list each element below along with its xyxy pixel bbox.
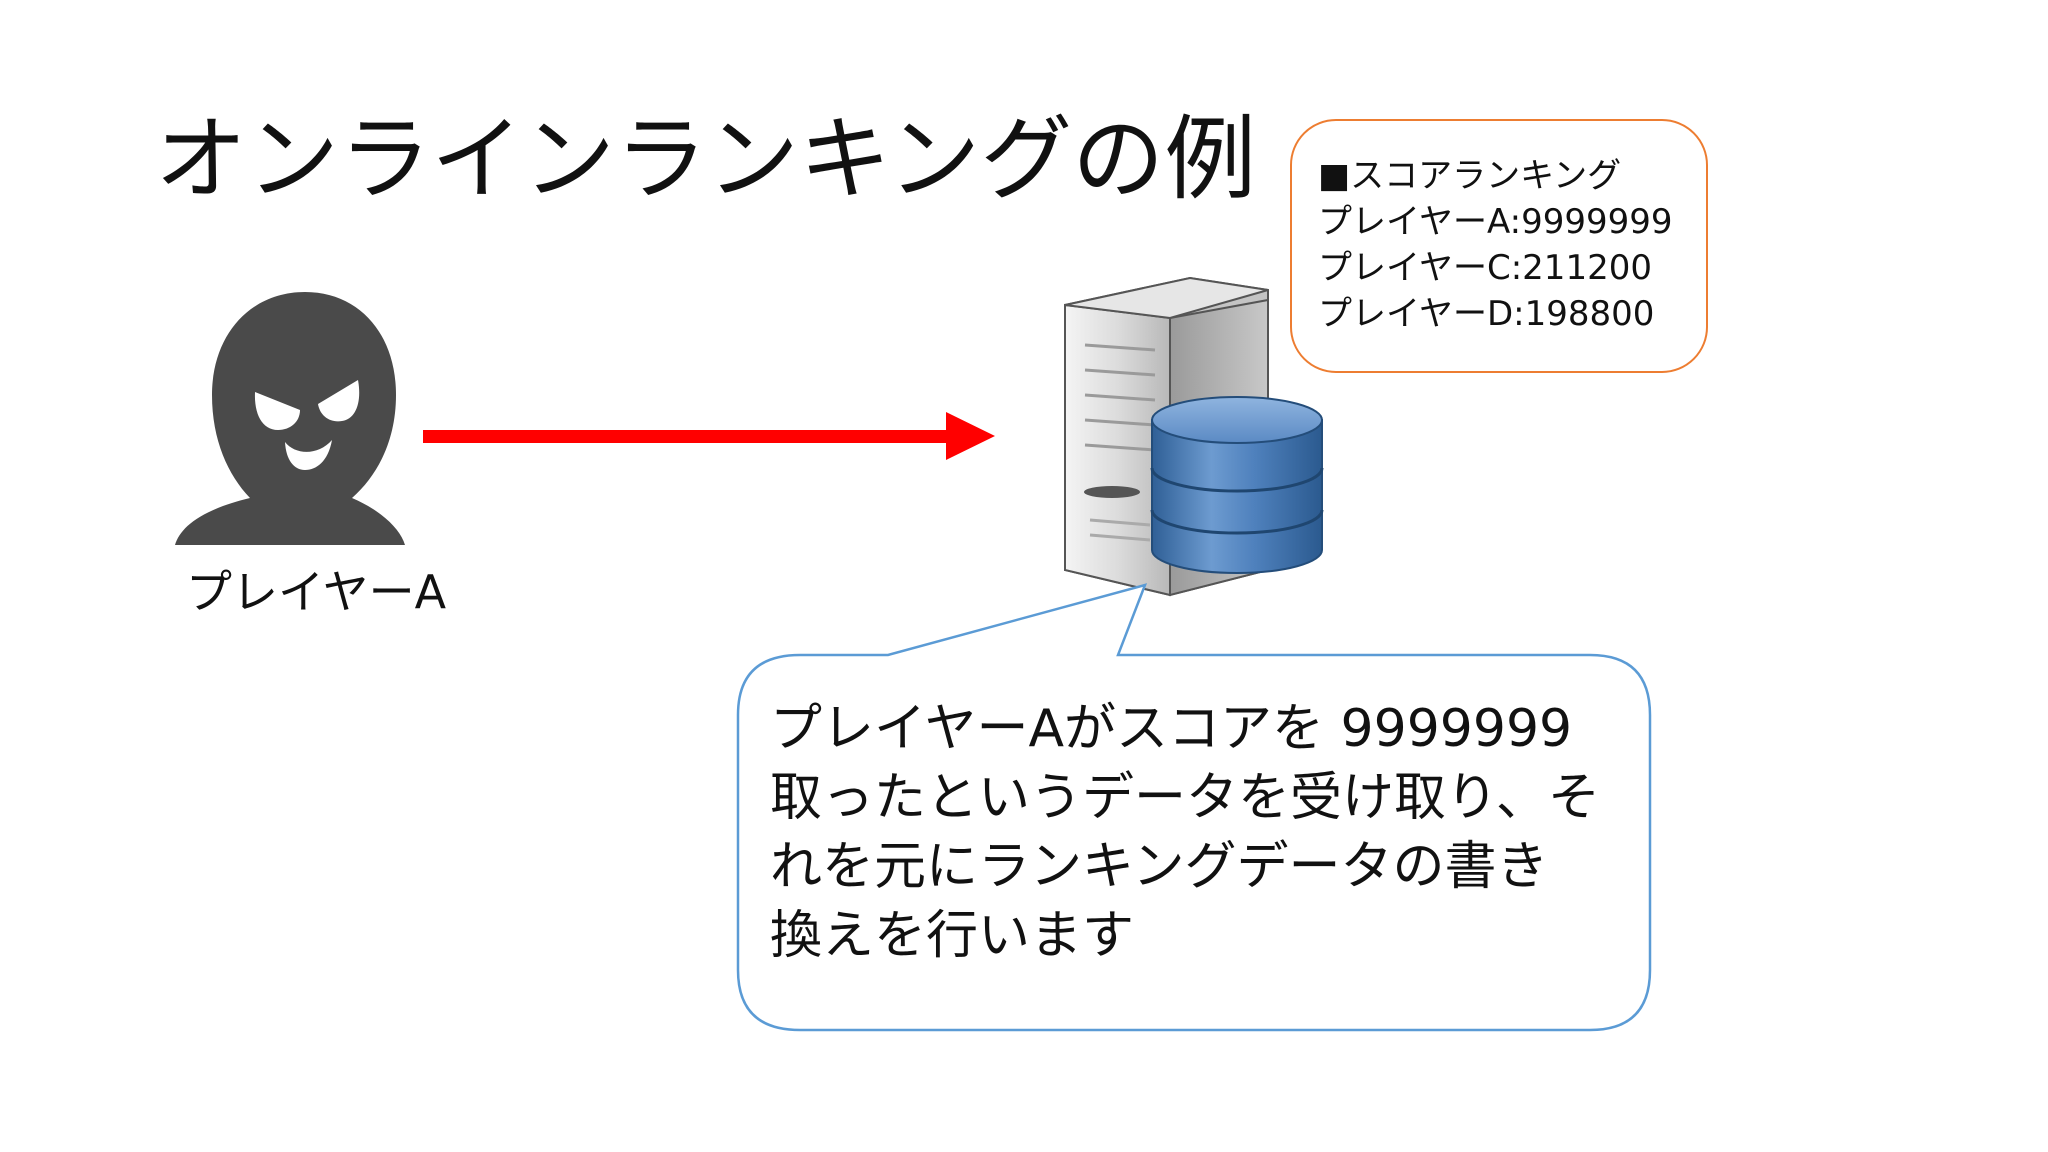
ranking-entry: プレイヤーC:211200 (1318, 248, 1652, 288)
slide-title: オンラインランキングの例 (155, 106, 1257, 213)
callout-text: プレイヤーAがスコアを 9999999 取ったというデータを受け取り、そ れを元… (770, 695, 1650, 971)
ranking-entry: プレイヤーD:198800 (1318, 294, 1655, 334)
callout-line: れを元にランキングデータの書き (770, 837, 1549, 897)
ranking-heading: ■スコアランキング (1318, 156, 1622, 196)
masked-person-icon (175, 292, 405, 545)
ranking-entry: プレイヤーA:9999999 (1318, 202, 1673, 242)
callout-bubble (736, 583, 1652, 1032)
score-ranking-box: ■スコアランキング プレイヤーA:9999999 プレイヤーC:211200 プ… (1290, 119, 1708, 373)
server-database-icon (1064, 276, 1324, 597)
callout-line: 換えを行います (770, 906, 1135, 966)
callout-line: プレイヤーAがスコアを 9999999 (770, 699, 1573, 759)
callout-line: 取ったというデータを受け取り、そ (770, 768, 1600, 828)
player-label: プレイヤーA (186, 565, 447, 619)
data-flow-arrow (423, 412, 995, 460)
